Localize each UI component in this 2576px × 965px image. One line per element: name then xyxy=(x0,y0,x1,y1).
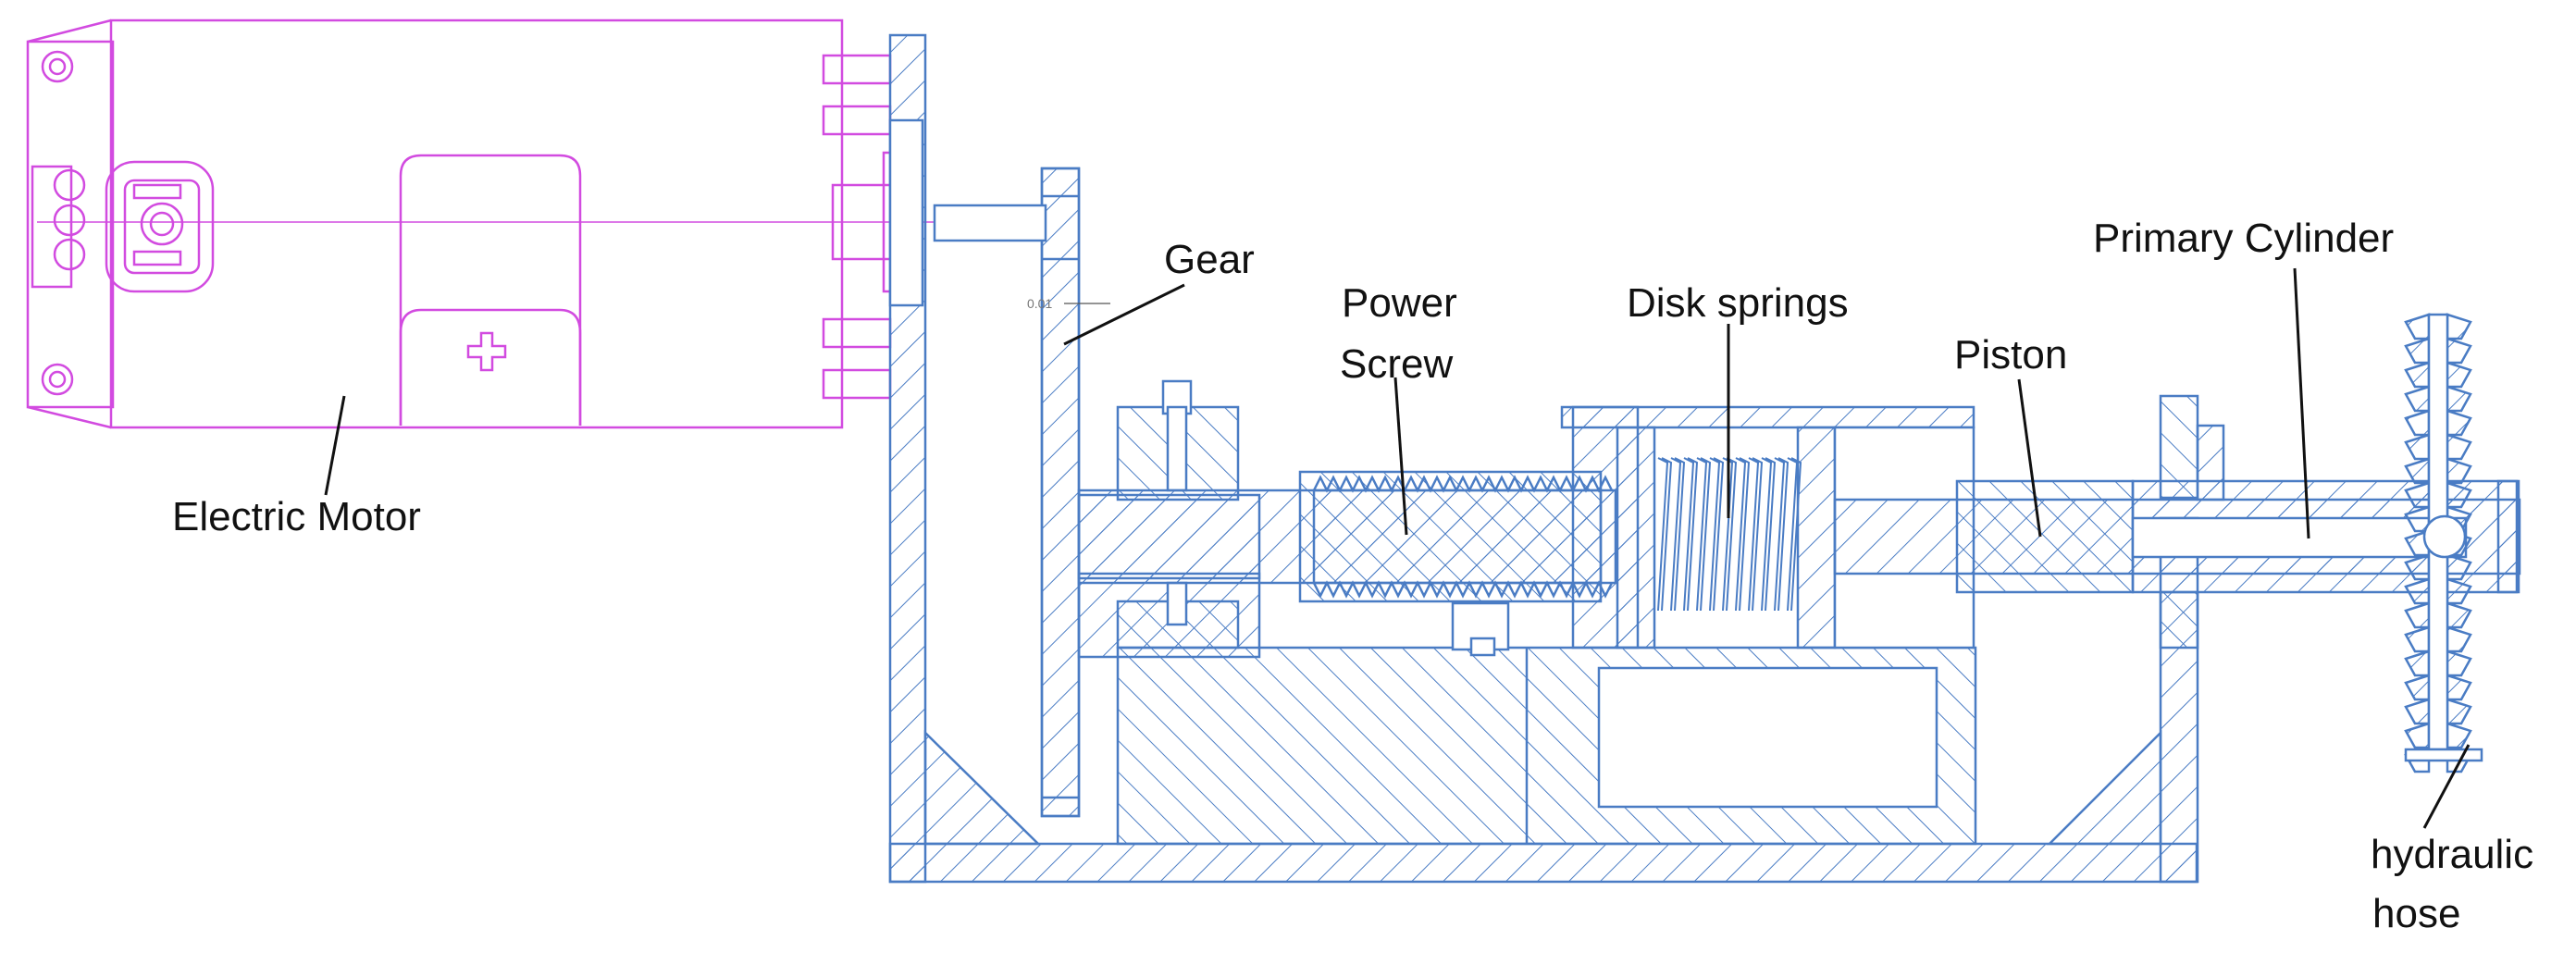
leader-lines xyxy=(324,267,2471,829)
label-hydraulic-hose-line2: hose xyxy=(2372,891,2460,936)
disk-springs xyxy=(1657,457,1802,612)
callout-labels: Electric Motor Gear Power Screw Disk spr… xyxy=(172,216,2533,936)
disk-spring-washer xyxy=(1787,457,1802,612)
motor-nameplate xyxy=(399,154,582,426)
label-power-screw-line2: Screw xyxy=(1340,341,1453,387)
power-screw xyxy=(1077,379,1640,659)
label-disk-springs: Disk springs xyxy=(1627,280,1849,326)
label-piston: Piston xyxy=(1954,332,2067,377)
motor-terminal-bottom xyxy=(41,363,74,396)
leader-piston xyxy=(2017,378,2042,538)
label-hydraulic-hose-line1: hydraulic xyxy=(2371,832,2533,877)
leader-primary-cylinder xyxy=(2293,267,2310,539)
motor-terminal-top xyxy=(41,50,74,83)
leader-electric-motor xyxy=(324,395,346,496)
hydraulic-hose-fitting xyxy=(2404,313,2483,773)
disk-spring-washer xyxy=(1696,457,1712,612)
disk-spring-washer xyxy=(1774,457,1790,612)
disk-spring-washer xyxy=(1735,457,1751,612)
leader-power-screw xyxy=(1393,377,1408,536)
label-electric-motor: Electric Motor xyxy=(172,494,421,539)
disk-spring-washer xyxy=(1761,457,1777,612)
motor-rear-bearing xyxy=(31,160,215,293)
disk-spring-washer xyxy=(1657,457,1673,612)
dimension-note-text: 0.01 xyxy=(1027,296,1052,311)
gear xyxy=(933,167,1081,818)
label-primary-cylinder: Primary Cylinder xyxy=(2093,216,2394,261)
label-power-screw-line1: Power xyxy=(1342,280,1457,326)
disk-spring-washer xyxy=(1683,457,1699,612)
label-gear: Gear xyxy=(1164,237,1255,282)
disk-spring-washer xyxy=(1670,457,1686,612)
leader-hydraulic-hose xyxy=(2422,744,2471,829)
disk-spring-washer xyxy=(1709,457,1725,612)
frame-housing xyxy=(888,33,2199,884)
dimension-note: 0.01 xyxy=(1027,296,1110,311)
leader-gear xyxy=(1063,283,1185,346)
disk-spring-washer xyxy=(1748,457,1764,612)
electric-motor xyxy=(26,19,1046,429)
